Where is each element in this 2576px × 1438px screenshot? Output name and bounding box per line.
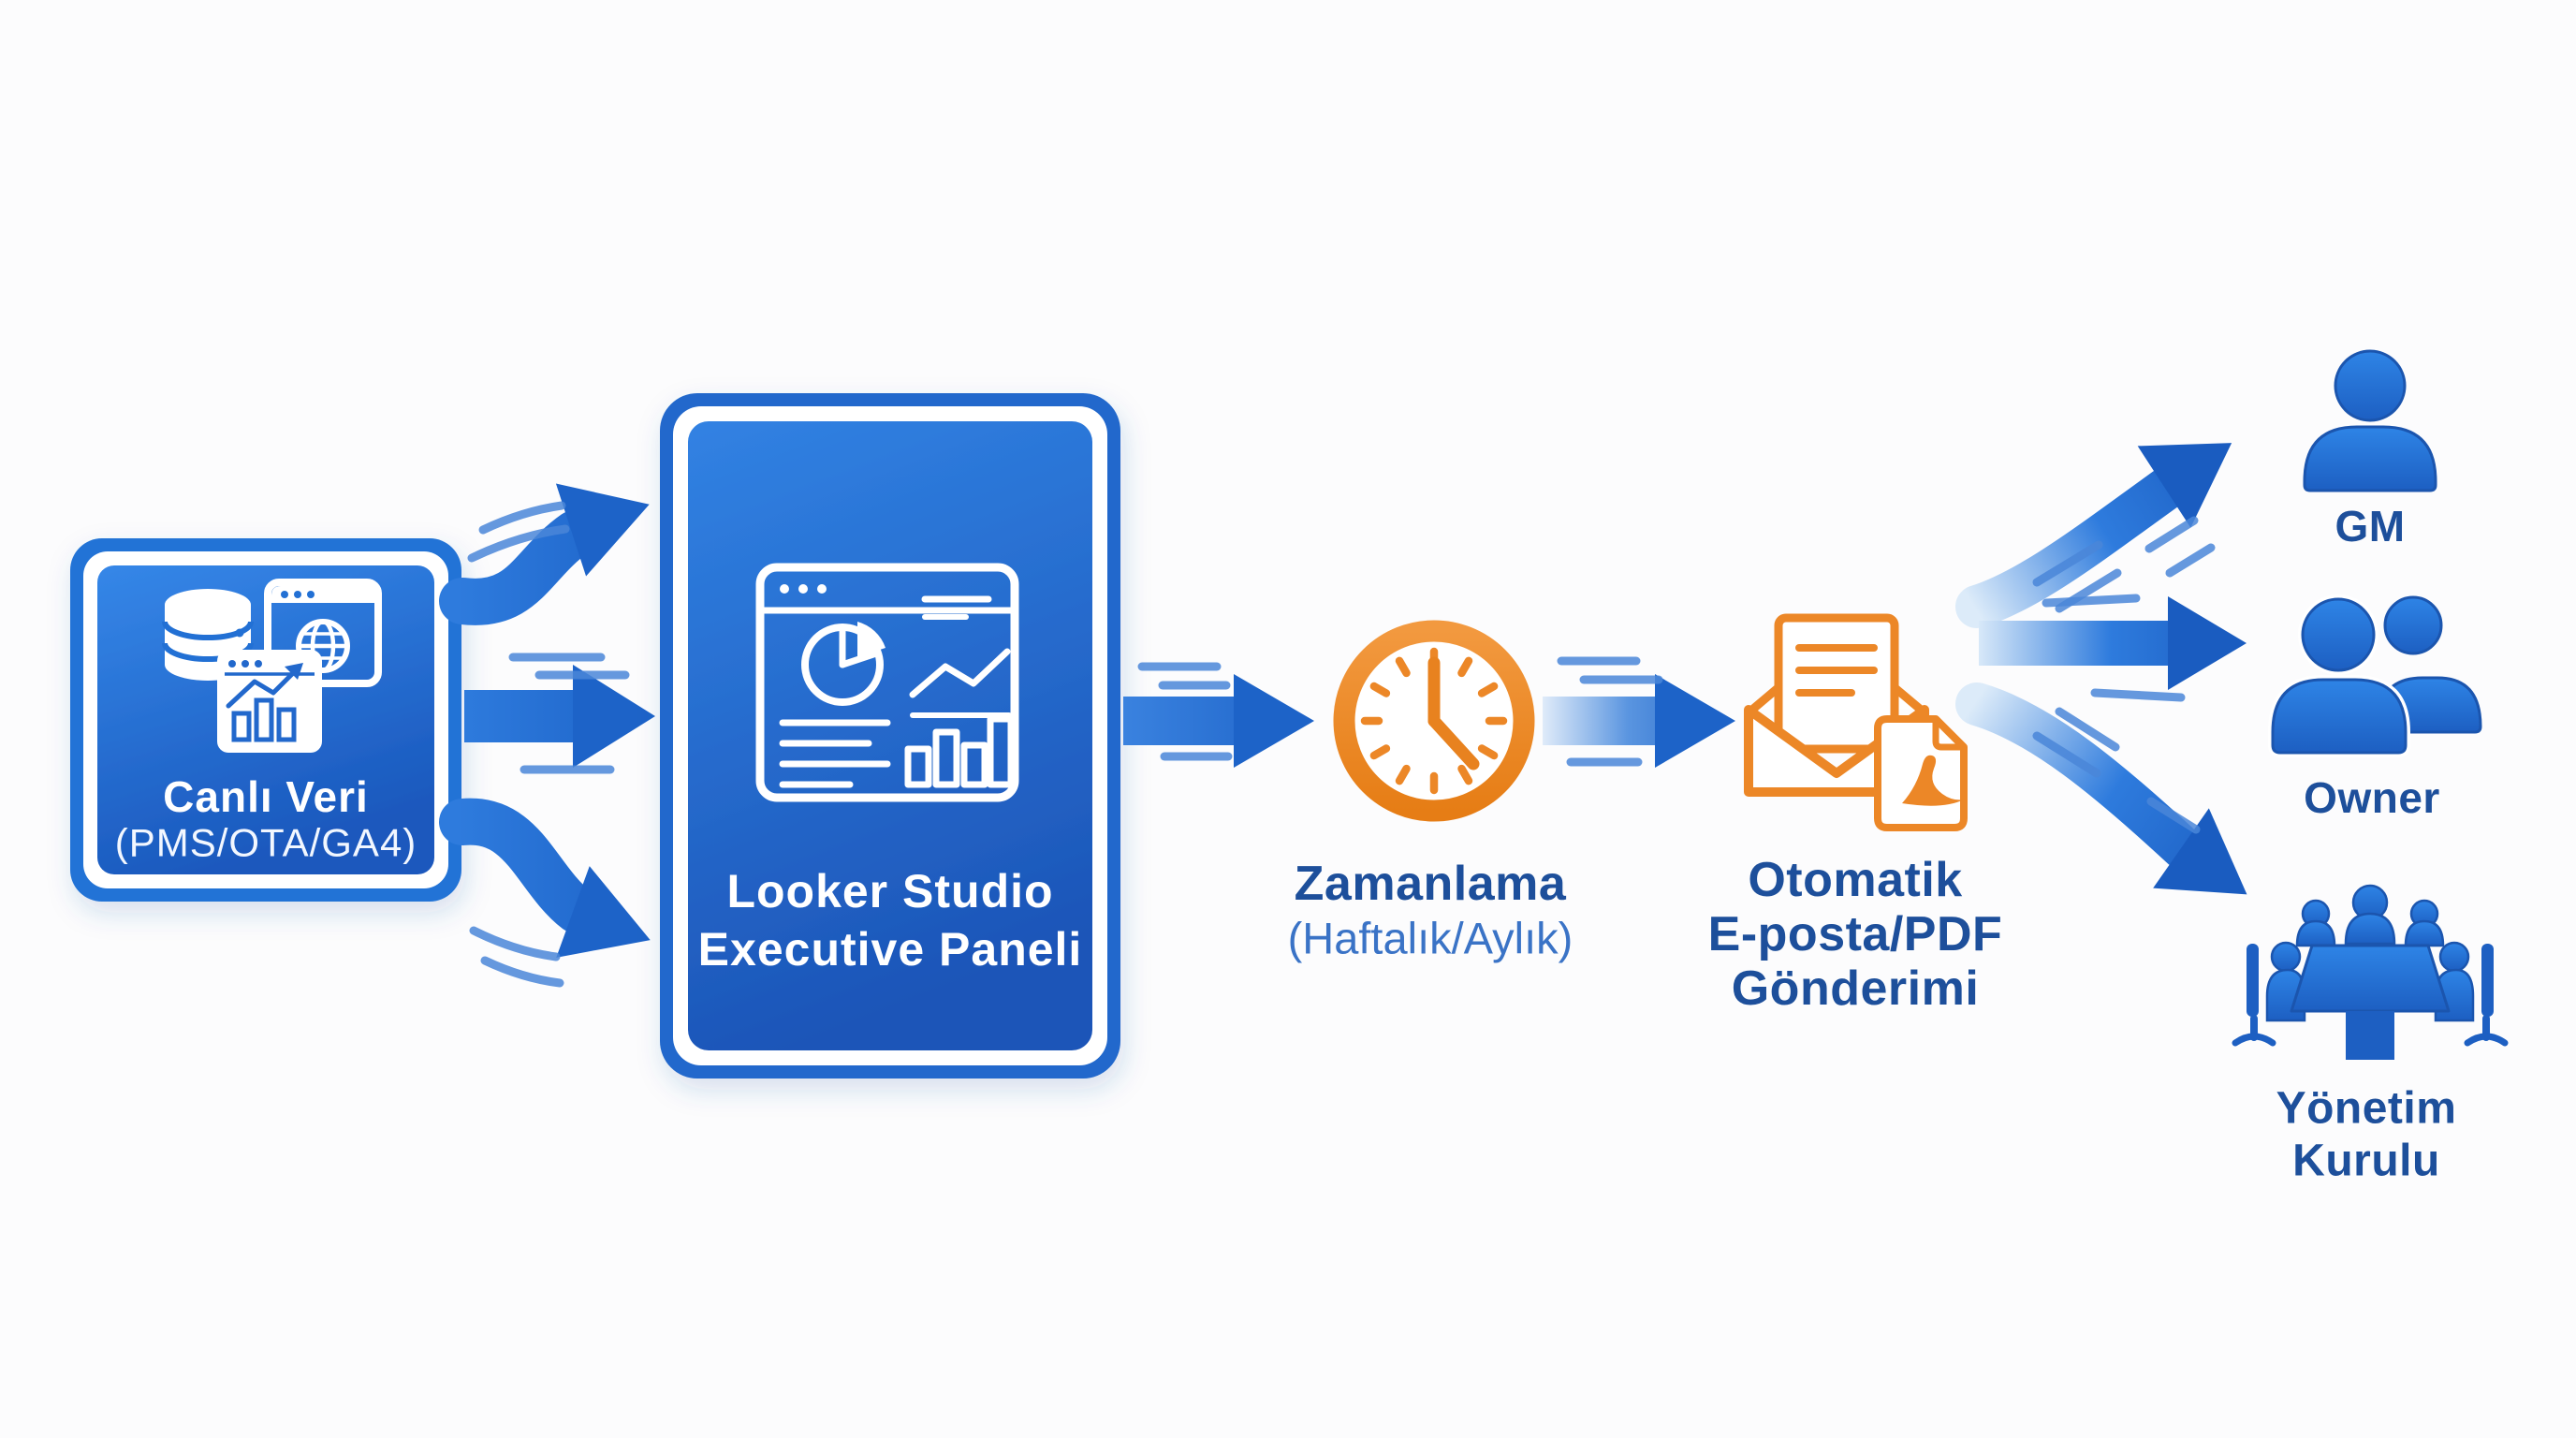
fan-arrow-middle [1979,594,2247,702]
person-icon [2303,349,2437,492]
panel-label-line2: Executive Paneli [698,923,1083,976]
gm-label: GM [2334,502,2405,550]
schedule-label: Zamanlama [1295,857,1567,911]
delivery-label-line1: Otomatik [1748,853,1962,907]
board-label-line1: Yönetim [2276,1084,2457,1134]
arrows-source-to-panel [439,483,655,988]
delivery-label-line3: Gönderimi [1732,961,1980,1016]
web-window-icon [264,579,382,687]
dashboard-icon [755,563,1019,802]
recipient-gm: GM [2303,349,2437,550]
owner-label: Owner [2304,773,2440,822]
arrow-top [439,483,650,625]
source-sublabel: (PMS/OTA/GA4) [115,821,417,865]
arrow-schedule-to-delivery [1543,656,1735,768]
arrow-bottom [439,798,651,988]
arrow-panel-to-schedule [1123,662,1314,768]
recipient-board: Yönetim Kurulu [2232,884,2509,1186]
recipient-owner: Owner [2268,594,2482,822]
board-label-line2: Kurulu [2292,1137,2440,1186]
source-label: Canlı Veri [163,772,369,821]
panel-label-line1: Looker Studio [726,865,1053,917]
schedule-sublabel: (Haftalık/Aylık) [1288,914,1573,963]
panel-box-fill [688,421,1092,1050]
fan-arrow-top [1955,443,2232,628]
schedule-node: Zamanlama (Haftalık/Aylık) [1288,620,1573,963]
clock-icon [1333,620,1535,822]
source-node: Canlı Veri (PMS/OTA/GA4) [70,538,461,902]
people-icon [2268,594,2482,757]
fan-arrow-bottom [1955,682,2247,895]
pdf-icon [1874,715,1968,831]
delivery-node: Otomatik E-posta/PDF Gönderimi [1708,613,2003,1016]
delivery-label-line2: E-posta/PDF [1708,907,2003,961]
fan-arrows [1955,443,2247,895]
meeting-table-icon [2232,884,2509,1060]
chart-window-icon [217,650,322,753]
panel-node: Looker Studio Executive Paneli [660,393,1120,1078]
arrow-middle [464,653,655,774]
